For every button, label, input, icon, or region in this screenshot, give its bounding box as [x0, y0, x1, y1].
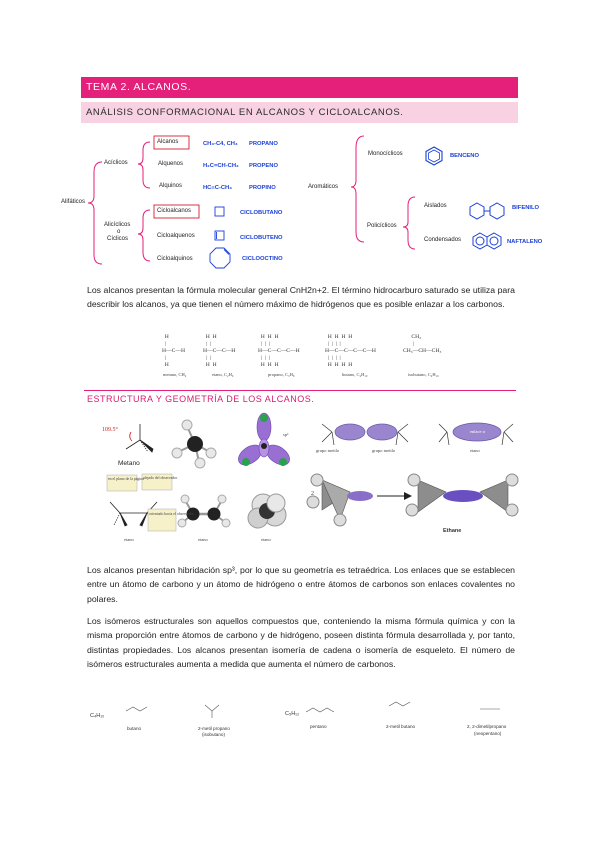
methane-wedge-drawing — [125, 424, 154, 453]
metilbutano-skeleton — [388, 701, 411, 707]
isomer-caption-neopentano-1: 2, 2-dimetilpropano — [467, 724, 507, 729]
caption-butano: butano, C₄H₁₀ — [342, 372, 368, 377]
isomer-caption-isobutano-2: (isobutano) — [202, 732, 225, 737]
coefficient-label: 2 — [311, 491, 314, 497]
formula-isobutane: CH₃ | CH₃—CH—CH₃ — [403, 334, 442, 354]
etano-label-3: etano — [261, 537, 271, 542]
butano-skeleton — [125, 706, 148, 712]
formula-butane: H H H H | | | | H—C—C—C—C—H | | | | H H … — [325, 334, 376, 368]
grupo-metilo-1: grupo metilo — [316, 448, 340, 453]
etano-label-2: etano — [198, 537, 208, 542]
paragraph-general-formula: Los alcanos presentan la fórmula molecul… — [87, 285, 515, 310]
note-orientado: orientado hacia el observador — [149, 512, 194, 516]
methane-ball-model — [171, 419, 217, 469]
ethane-label: Ethane — [443, 528, 462, 534]
isomer-caption-neopentano-2: (neopentano) — [474, 731, 502, 736]
note-alejado: alejado del observador — [143, 476, 178, 480]
methyl-groups — [321, 422, 514, 446]
ethane-ball-model — [177, 494, 231, 528]
ethane-space-filling — [247, 493, 287, 529]
isomer-formula-c4: C₄H₁₀ — [90, 713, 105, 719]
pentano-skeleton — [305, 707, 335, 713]
section-divider — [84, 390, 516, 391]
isobutano-skeleton — [204, 704, 220, 712]
formula-propane: H H H | | | H—C—C—C—H | | | H H H — [258, 334, 300, 368]
formula-methane: H | H—C—H | H — [162, 334, 185, 368]
paragraph-isomers: Los isómeros estructurales son aquellos … — [87, 616, 515, 670]
sigma-bond-label: enlace σ — [470, 429, 486, 434]
etano-label-1: etano — [124, 537, 134, 542]
formula-ethane: H H | | H—C—C—H | | H H — [203, 334, 236, 368]
sp3-label: sp³ — [283, 432, 289, 437]
grupo-metilo-2: grupo metilo — [372, 448, 396, 453]
section-heading-estructura: ESTRUCTURA Y GEOMETRÍA DE LOS ALCANOS. — [87, 394, 315, 404]
isomer-formula-c5: C₅H₁₂ — [285, 711, 300, 717]
etano-top-label: etano — [470, 448, 480, 453]
angle-label: 109.5° — [102, 427, 118, 433]
page-subtitle: ANÁLISIS CONFORMACIONAL EN ALCANOS Y CIC… — [81, 102, 518, 123]
ethane-wedge-drawing — [106, 473, 177, 532]
caption-propano: propano, C₃H₈ — [268, 372, 295, 377]
note-plano: en el plano de la página — [108, 477, 144, 481]
page-title: TEMA 2. ALCANOS. — [81, 77, 518, 98]
caption-isobutano: isobutano, C₄H₁₀ — [408, 372, 439, 377]
isomer-caption-metilbutano: 2-metil butano — [386, 724, 416, 729]
orbital-overlap-ethane — [306, 473, 519, 527]
sp3-orbitals — [238, 412, 290, 466]
caption-metano: metano, CH₄ — [163, 372, 187, 377]
paragraph-hybridization: Los alcanos presentan hibridación sp³, p… — [87, 565, 515, 604]
isomer-caption-isobutano-1: 2-metil propano — [198, 726, 230, 731]
isomer-caption-butano: butano — [127, 726, 142, 731]
isomer-caption-pentano: pentano — [310, 724, 327, 729]
metano-label: Metano — [118, 460, 140, 467]
caption-etano: etano, C₂H₆ — [212, 372, 234, 377]
